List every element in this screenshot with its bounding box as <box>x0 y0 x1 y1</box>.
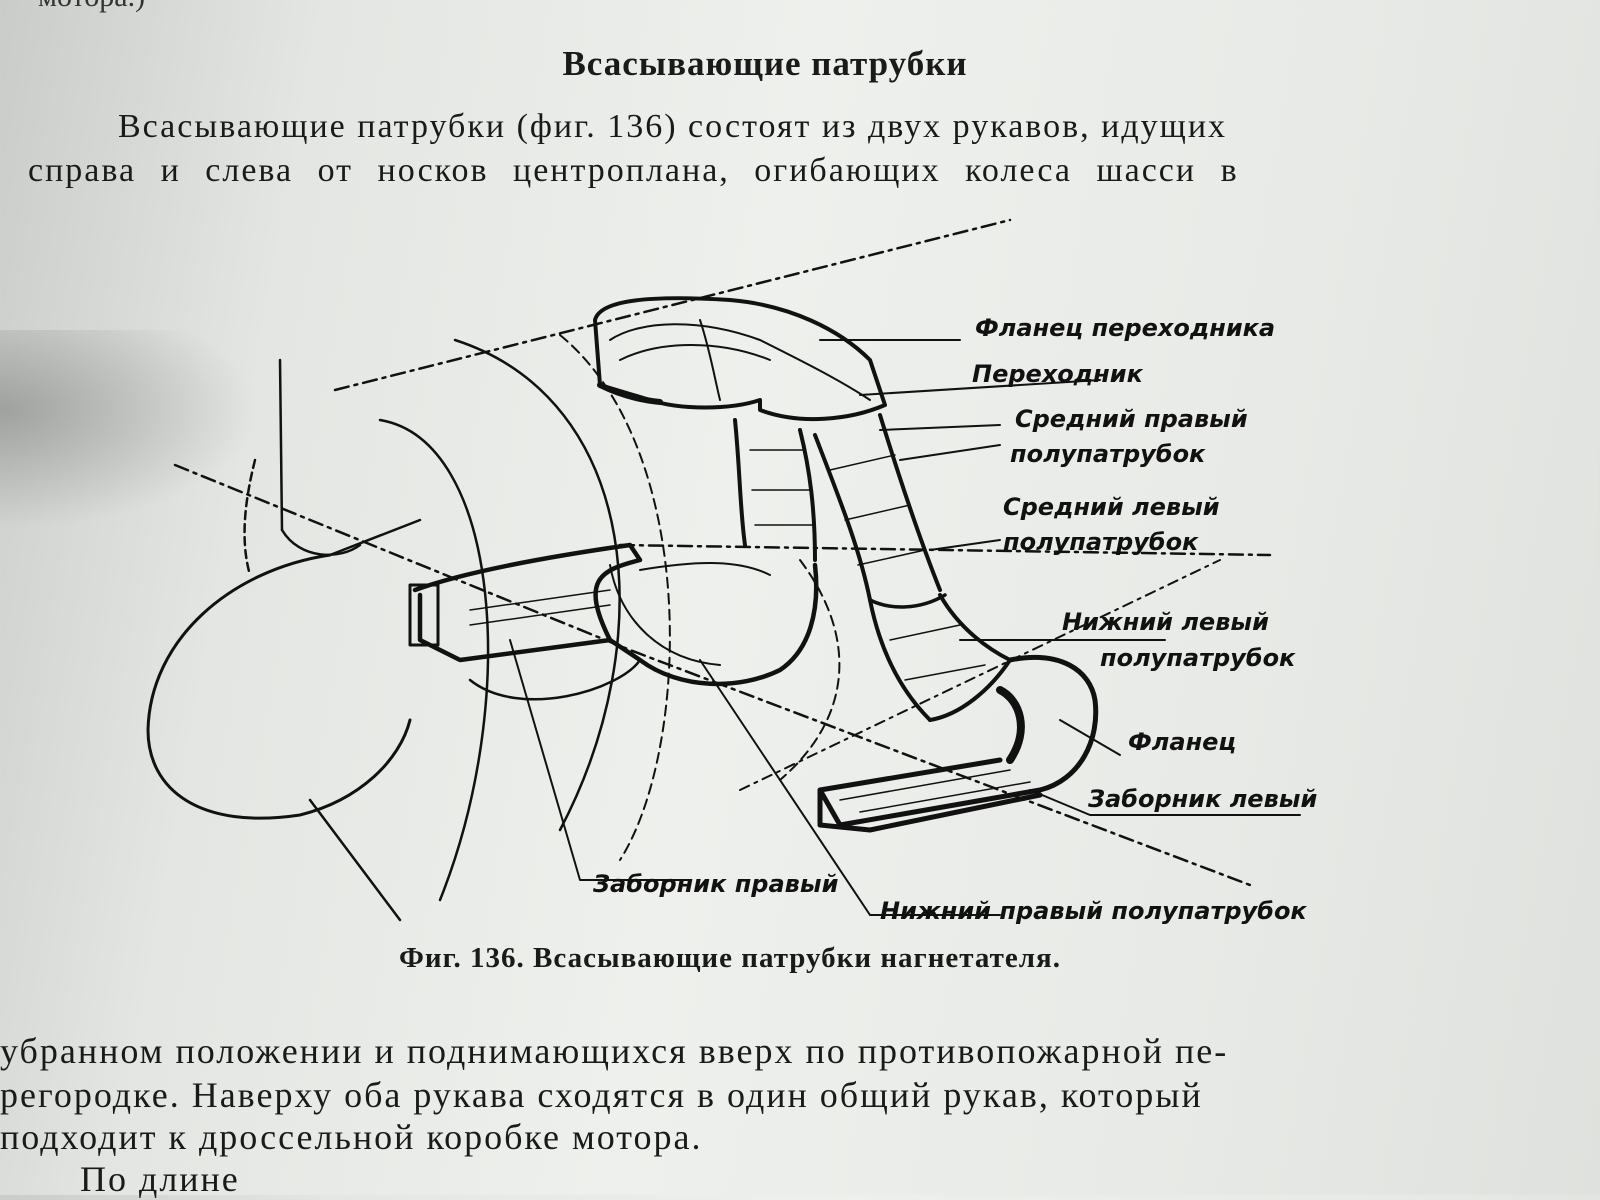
continuation-line: убранном положении и поднимающихся вверх… <box>0 1031 1229 1071</box>
figure-caption: Фиг. 136. Всасывающие патрубки нагнетате… <box>399 942 1061 974</box>
label-middle-right-2: полупатрубок <box>1010 440 1206 468</box>
label-intake-left: Заборник левый <box>1088 785 1318 813</box>
section-heading: Всасывающие патрубки <box>562 44 968 83</box>
label-adapter: Переходник <box>972 360 1143 388</box>
label-middle-left-2: полупатрубок <box>1003 528 1199 556</box>
label-flange: Фланец <box>1128 728 1237 756</box>
paragraph-line: справа и слева от носков центроплана, ог… <box>28 152 1239 189</box>
label-intake-right: Заборник правый <box>593 870 839 898</box>
continuation-line: По длине <box>80 1159 240 1199</box>
continuation-line: подходит к дроссельной коробке мотора. <box>0 1117 703 1157</box>
label-lower-left-2: полупатрубок <box>1100 644 1296 672</box>
continuation-line: регородке. Наверху оба рукава сходятся в… <box>0 1075 1203 1115</box>
label-lower-right: Нижний правый полупатрубок <box>880 897 1307 925</box>
label-middle-left-1: Средний левый <box>1003 493 1220 521</box>
label-flange-adapter: Фланец переходника <box>975 314 1276 342</box>
paragraph-line: Всасывающие патрубки (фиг. 136) состоят … <box>118 108 1228 145</box>
previous-page-fragment: мотора.) <box>38 0 145 14</box>
finger-shadow <box>0 330 260 530</box>
label-lower-left-1: Нижний левый <box>1062 608 1269 636</box>
label-middle-right-1: Средний правый <box>1015 405 1248 433</box>
